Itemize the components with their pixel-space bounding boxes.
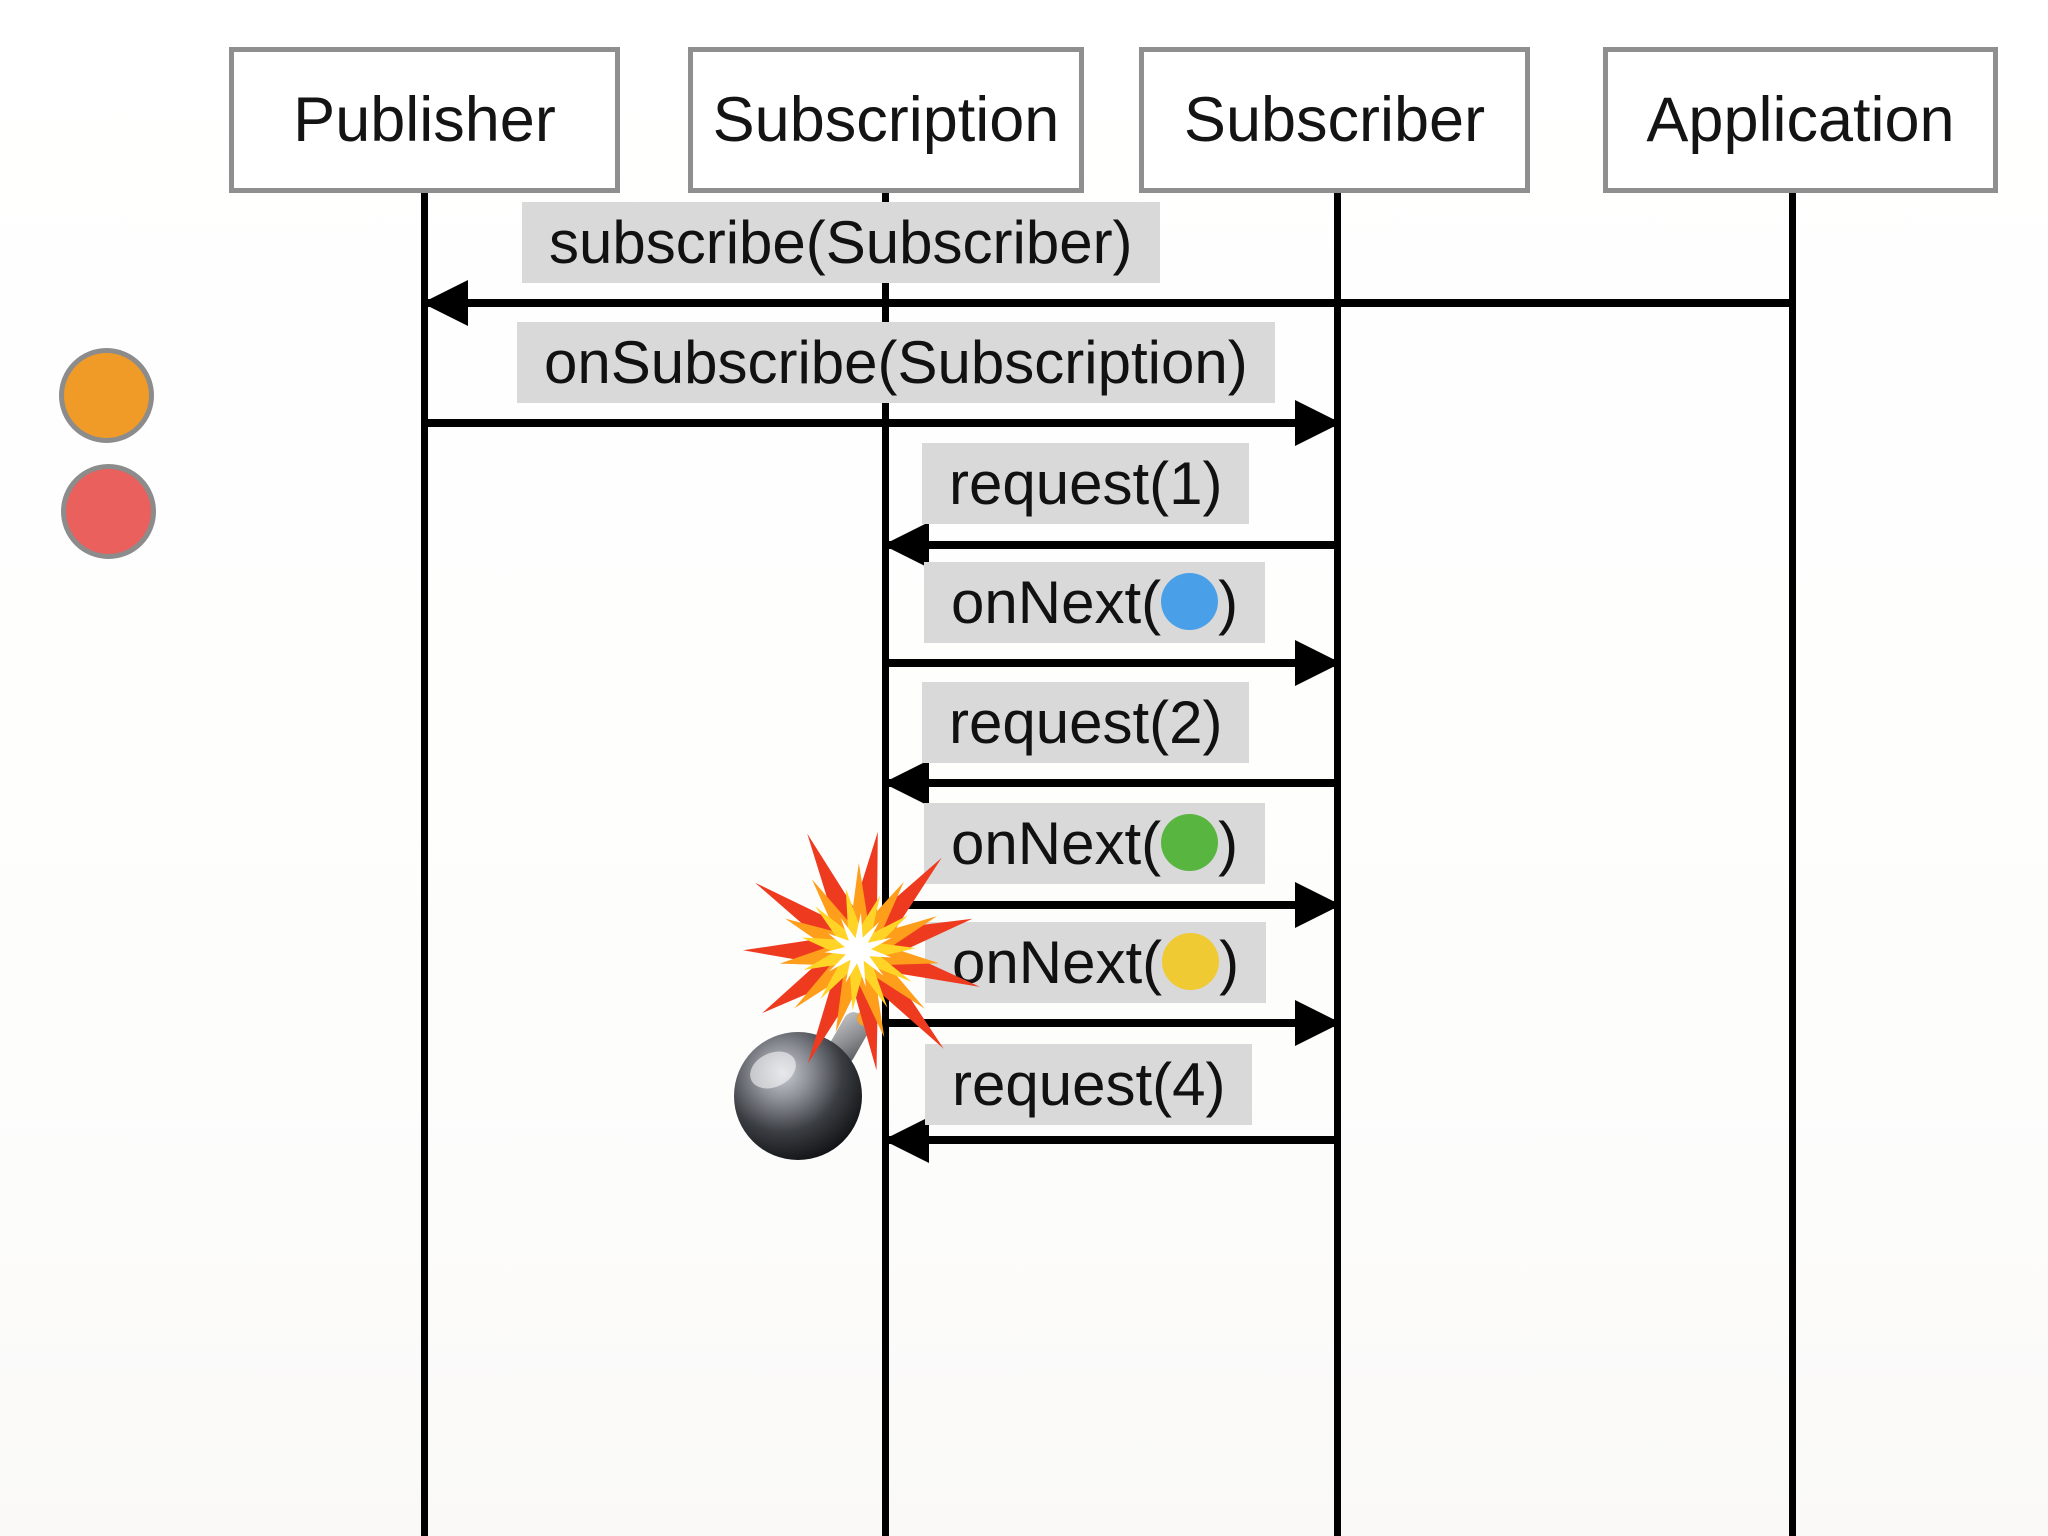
message-arrow-request-4: [886, 1136, 1338, 1144]
lifeline-publisher: [421, 192, 428, 1536]
participant-label-subscription: Subscription: [712, 85, 1060, 155]
message-label-onnext-yellow: onNext(): [925, 922, 1267, 1003]
green-item-dot: [1161, 814, 1219, 871]
participant-label-subscriber: Subscriber: [1183, 85, 1486, 155]
onnext-suffix: ): [1218, 810, 1239, 877]
participant-label-publisher: Publisher: [293, 85, 556, 155]
participant-label-application: Application: [1646, 85, 1955, 155]
pending-item-red: [61, 464, 156, 559]
message-label-onnext-green: onNext(): [924, 803, 1266, 884]
message-arrow-onnext-green: [886, 901, 1338, 909]
message-arrow-onnext-yellow: [886, 1019, 1338, 1027]
message-label-request-1: request(1): [922, 443, 1250, 524]
collision-explosion-icon: [743, 832, 980, 1071]
lifeline-application: [1789, 192, 1796, 1536]
onnext-suffix: ): [1218, 569, 1239, 636]
participant-box-subscription: Subscription: [688, 47, 1084, 193]
participant-box-application: Application: [1603, 47, 1998, 193]
message-arrow-onnext-blue: [886, 659, 1338, 667]
pending-item-orange: [59, 348, 154, 443]
message-arrow-request-1: [886, 541, 1338, 549]
onnext-prefix: onNext(: [951, 569, 1162, 636]
message-label-onsubscribe: onSubscribe(Subscription): [517, 322, 1275, 403]
onnext-prefix: onNext(: [951, 810, 1162, 877]
onnext-suffix: ): [1219, 929, 1240, 996]
message-arrow-onsubscribe: [425, 419, 1338, 427]
onnext-prefix: onNext(: [952, 929, 1163, 996]
message-arrow-subscribe: [425, 299, 1789, 307]
message-label-onnext-blue: onNext(): [924, 562, 1266, 643]
lifeline-subscriber: [1334, 192, 1341, 1536]
yellow-item-dot: [1162, 933, 1220, 990]
bomb-icon: [734, 1010, 873, 1160]
message-label-request-2: request(2): [922, 682, 1250, 763]
participant-box-subscriber: Subscriber: [1139, 47, 1530, 193]
message-label-subscribe: subscribe(Subscriber): [522, 202, 1160, 283]
participant-box-publisher: Publisher: [229, 47, 620, 193]
message-arrow-request-2: [886, 779, 1338, 787]
lifeline-subscription: [882, 192, 889, 1536]
message-label-request-4: request(4): [925, 1044, 1253, 1125]
blue-item-dot: [1161, 573, 1219, 630]
